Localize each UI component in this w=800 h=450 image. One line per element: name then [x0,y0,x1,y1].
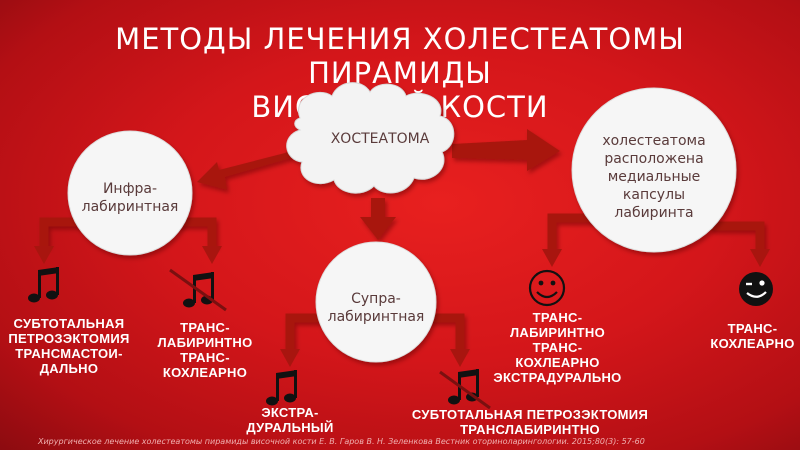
infra-node-label: Инфра- лабиринтная [70,180,190,216]
node-supra-circle [315,241,437,363]
citation-footer: Хирургическое лечение холестеатомы пирам… [38,437,645,446]
label-line: ДАЛЬНО [39,361,99,376]
label-line: СУБТОТАЛЬНАЯ [13,316,125,331]
center-cloud [286,82,455,194]
smiley-face-icon [528,269,566,307]
label-line: ПЕТРОЗЭКТОМИЯ [8,331,130,346]
medial-node-label: холестеатома расположена медиальные капс… [584,132,724,222]
label-translab-transcochlear: ТРАНС- ЛАБИРИНТНО ТРАНС- КОХЛЕАРНО [145,320,265,380]
medial-node-line: лабиринта [614,205,694,221]
title-line-1: МЕТОДЫ ЛЕЧЕНИЯ ХОЛЕСТЕАТОМЫ ПИРАМИДЫ [115,22,685,90]
bracket-arrowheads-medial [542,249,770,267]
label-line: ДУРАЛЬНЫЙ [246,420,334,435]
medial-node-line: медиальные [607,169,701,185]
slide-title: МЕТОДЫ ЛЕЧЕНИЯ ХОЛЕСТЕАТОМЫ ПИРАМИДЫ ВИС… [40,22,760,124]
label-line: СУБТОТАЛЬНАЯ ПЕТРОЗЭКТОМИЯ [411,407,649,422]
label-line: КОХЛЕАРНО [162,365,248,380]
label-line: ТРАНСМАСТОИ- [15,346,123,361]
label-extradural: ЭКСТРА- ДУРАЛЬНЫЙ [235,405,345,435]
winking-face-icon [739,272,773,306]
label-line: ЛАБИРИНТНО [509,325,606,340]
label-subtotal-translab: СУБТОТАЛЬНАЯ ПЕТРОЗЭКТОМИЯ ТРАНСЛАБИРИНТ… [400,407,660,437]
arrow-to-supra [360,198,396,240]
label-line: ЭКСТРАДУРАЛЬНО [493,370,622,385]
bracket-arrowheads-infra [34,246,222,264]
label-line: КОХЛЕАРНО [515,355,600,370]
bracket-arrowheads-supra [280,349,470,367]
arrow-to-medial [452,129,560,171]
label-line: ТРАНСЛАБИРИНТНО [460,422,600,437]
label-line: ТРАНС- [180,320,230,335]
medial-node-line: капсулы [622,187,686,203]
music-note-icon [439,369,491,410]
medial-node-line: холестеатома [602,133,706,149]
label-translab-extradural: ТРАНС- ЛАБИРИНТНО ТРАНС- КОХЛЕАРНО ЭКСТР… [490,310,625,385]
infra-node-line: лабиринтная [81,199,179,215]
music-note-icon [28,267,59,303]
supra-node-label: Супра- лабиринтная [316,290,436,326]
label-line: КОХЛЕАРНО [710,336,795,351]
supra-node-line: лабиринтная [327,309,425,325]
label-transcochlear: ТРАНС- КОХЛЕАРНО [705,321,800,351]
arrow-to-infra [197,148,295,190]
supra-node-line: Супра- [351,291,401,307]
label-line: ТРАНС- [532,310,583,325]
medial-node-line: расположена [604,151,704,167]
music-note-icon [266,370,297,406]
label-line: ТРАНС- [532,340,583,355]
music-note-icon [169,268,227,312]
node-infra-circle [67,130,193,256]
label-line: ЭКСТРА- [261,405,319,420]
center-node-label: ХОСТЕАТОМА [330,131,430,147]
node-medial-circle [571,87,737,253]
bracket-arrow-medial [547,213,765,250]
label-line: ЛАБИРИНТНО [157,335,253,350]
infra-node-line: Инфра- [102,181,158,197]
label-subtotal-transmastoid: СУБТОТАЛЬНАЯ ПЕТРОЗЭКТОМИЯ ТРАНСМАСТОИ- … [4,316,134,376]
label-line: ТРАНС- [727,321,778,336]
label-line: ТРАНС- [180,350,230,365]
